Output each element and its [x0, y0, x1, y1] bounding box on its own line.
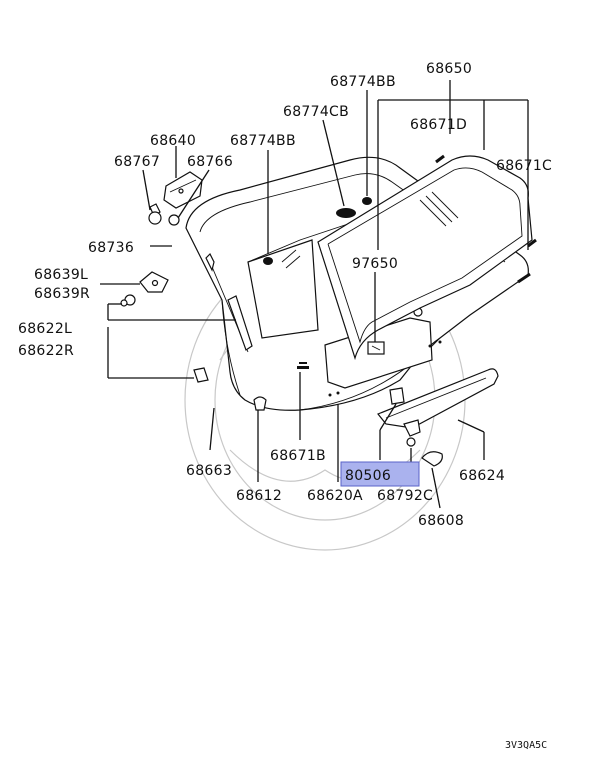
label-68612[interactable]: 68612	[236, 488, 282, 504]
label-68766[interactable]: 68766	[187, 154, 233, 170]
label-68620a[interactable]: 68620A	[307, 488, 363, 504]
label-68639r[interactable]: 68639R	[34, 286, 90, 302]
screw-part	[406, 437, 416, 447]
badge-mark-68774bb	[362, 197, 372, 205]
gas-strut	[193, 252, 253, 383]
label-68622r[interactable]: 68622R	[18, 343, 74, 359]
label-68671b[interactable]: 68671B	[270, 448, 326, 464]
label-68624[interactable]: 68624	[459, 468, 505, 484]
label-68663[interactable]: 68663	[186, 463, 232, 479]
label-80506[interactable]: 80506	[345, 468, 391, 484]
label-97650[interactable]: 97650	[352, 256, 398, 272]
label-68774cb[interactable]: 68774CB	[283, 104, 349, 120]
clip-part	[389, 387, 405, 405]
label-68774bb-top[interactable]: 68774BB	[330, 74, 396, 90]
label-68622l[interactable]: 68622L	[18, 321, 72, 337]
damper-stay	[120, 271, 169, 307]
label-68639l[interactable]: 68639L	[34, 267, 88, 283]
label-68608[interactable]: 68608	[418, 513, 464, 529]
hinge-part	[148, 171, 203, 226]
leader-lines	[100, 80, 529, 509]
footer-code: 3V3QA5C	[505, 740, 547, 751]
garnish-part	[377, 368, 499, 437]
label-68767[interactable]: 68767	[114, 154, 160, 170]
label-68640[interactable]: 68640	[150, 133, 196, 149]
label-68671d[interactable]: 68671D	[410, 117, 467, 133]
cap-part	[421, 451, 443, 467]
highlight-box	[340, 461, 420, 487]
label-68774bb-left[interactable]: 68774BB	[230, 133, 296, 149]
label-68736[interactable]: 68736	[88, 240, 134, 256]
label-68671c[interactable]: 68671C	[496, 158, 552, 174]
label-68792c[interactable]: 68792C	[377, 488, 433, 504]
label-68650[interactable]: 68650	[426, 61, 472, 77]
badge-mark-68774cb	[336, 208, 356, 218]
badge-mark-68774bb-left	[263, 257, 273, 265]
bumper-part	[253, 396, 267, 411]
